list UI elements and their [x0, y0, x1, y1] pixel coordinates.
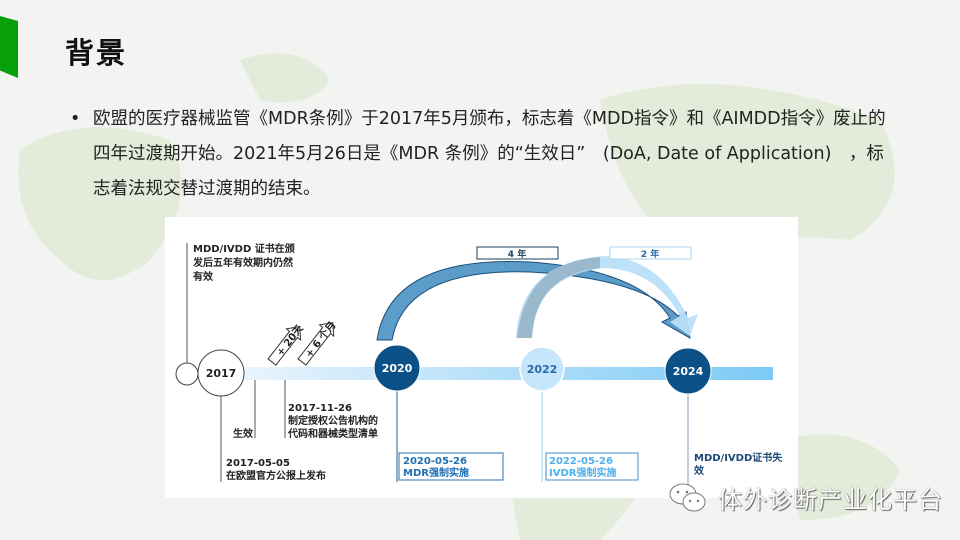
- ivdr-note: 2022-05-26 IVDR强制实施: [549, 456, 616, 479]
- timeline-diagram: 4 年 2 年 MDD/IVDD 证书在颁 发后五年有效期内仍然 有效 2017…: [165, 217, 798, 498]
- wechat-icon: [669, 483, 706, 511]
- year-2024-label: 2024: [673, 365, 704, 378]
- footer-brand-text: 体外诊断产业化平台: [718, 486, 943, 514]
- bullet-dot: •: [70, 109, 81, 129]
- mdr-note: 2020-05-26 MDR强制实施: [403, 456, 470, 479]
- timeline-bar: [240, 367, 773, 380]
- title-accent-tab: [0, 16, 18, 78]
- four-year-label: 4 年: [508, 248, 526, 260]
- bullet-paragraph: • 欧盟的医疗器械监管《MDR条例》于2017年5月颁布，标志着《MDD指令》和…: [70, 102, 900, 207]
- may-note: 2017-05-05 在欧盟官方公报上发布: [226, 458, 326, 482]
- expire-note: MDD/IVDD证书失 效: [694, 451, 786, 477]
- four-year-arrow: [376, 260, 691, 341]
- two-year-label: 2 年: [641, 248, 659, 260]
- year-2022-circle: [519, 346, 565, 392]
- bullet-text: 欧盟的医疗器械监管《MDR条例》于2017年5月颁布，标志着《MDD指令》和《A…: [93, 109, 886, 199]
- note-top: MDD/IVDD 证书在颁 发后五年有效期内仍然 有效: [192, 242, 298, 283]
- footer-brand: 体外诊断产业化平台: [668, 480, 943, 515]
- year-2022-label: 2022: [527, 363, 558, 376]
- ivdr-box: [545, 452, 639, 481]
- year-2024-circle: [664, 347, 712, 395]
- start-circle: [175, 362, 199, 386]
- nov-note: 2017-11-26 制定授权公告机构的 代码和器械类型清单: [287, 403, 381, 440]
- mdr-box: [398, 452, 504, 481]
- effective-label: 生效: [233, 427, 254, 440]
- year-2020-circle: [373, 344, 421, 392]
- svg-text:+ 20天: + 20天: [274, 322, 306, 358]
- page-title: 背景: [65, 36, 128, 70]
- year-2017-label: 2017: [206, 367, 237, 380]
- four-year-label-box: [476, 246, 559, 260]
- plus-6-months-arrow: + 6 个月: [297, 319, 338, 366]
- two-year-label-box: [609, 246, 692, 260]
- year-2020-label: 2020: [382, 362, 413, 375]
